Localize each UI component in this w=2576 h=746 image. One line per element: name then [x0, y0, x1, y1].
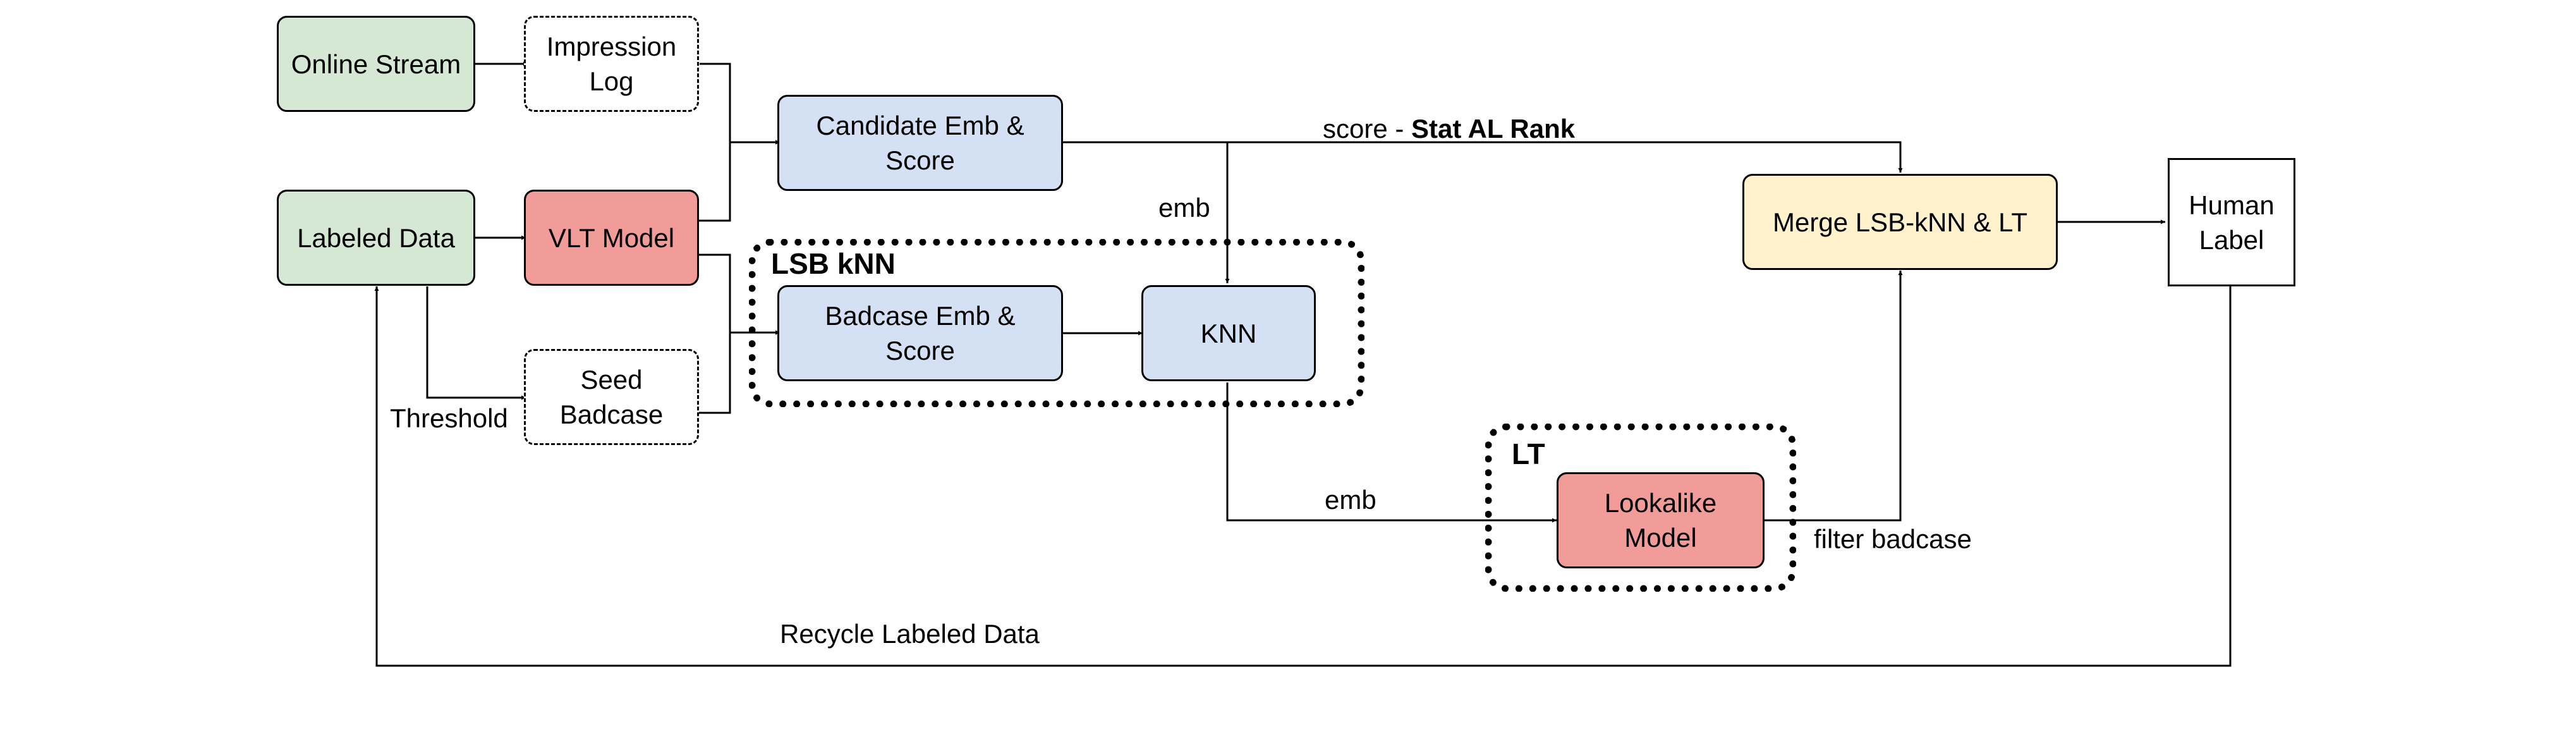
label-emb-top: emb	[1158, 193, 1210, 223]
edge-candidate-to-merge	[1063, 141, 1903, 173]
edge-labeled-to-seed	[426, 286, 526, 400]
label-score-prefix: score -	[1323, 114, 1412, 144]
node-vlt-model[interactable]: VLT Model	[524, 190, 699, 286]
label-filter-badcase: filter badcase	[1814, 524, 1972, 554]
edge-lookalike-to-merge	[1765, 271, 1903, 522]
label-threshold: Threshold	[390, 403, 508, 433]
group-lt	[1485, 424, 1796, 592]
label-stat-al-rank: Stat AL Rank	[1411, 114, 1576, 144]
label-emb-bottom: emb	[1325, 485, 1376, 515]
node-labeled-data[interactable]: Labeled Data	[277, 190, 475, 286]
edge-impression-to-candidate	[700, 63, 780, 145]
node-candidate-emb-score[interactable]: Candidate Emb & Score	[777, 95, 1063, 191]
group-lsb-knn	[749, 239, 1364, 407]
node-knn[interactable]: KNN	[1141, 285, 1316, 381]
edge-vlt-to-candidate	[698, 140, 780, 222]
node-human-label[interactable]: Human Label	[2168, 158, 2295, 286]
edge-knn-to-lookalike	[1226, 382, 1557, 523]
label-score-stat-al-rank: score - Stat AL Rank	[1323, 114, 1575, 144]
node-online-stream[interactable]: Online Stream	[277, 16, 475, 112]
node-merge-lsb-knn-lt[interactable]: Merge LSB-kNN & LT	[1742, 174, 2058, 270]
node-lookalike-model[interactable]: Lookalike Model	[1557, 472, 1765, 568]
node-seed-badcase[interactable]: Seed Badcase	[524, 349, 699, 445]
label-recycle-labeled-data: Recycle Labeled Data	[780, 619, 1040, 649]
group-lsb-knn-title: LSB kNN	[771, 247, 896, 280]
node-badcase-emb-score[interactable]: Badcase Emb & Score	[777, 285, 1063, 381]
node-impression-log[interactable]: Impression Log	[524, 16, 699, 112]
edge-human-recycle-to-labeled	[374, 286, 2232, 667]
group-lt-title: LT	[1512, 437, 1545, 470]
